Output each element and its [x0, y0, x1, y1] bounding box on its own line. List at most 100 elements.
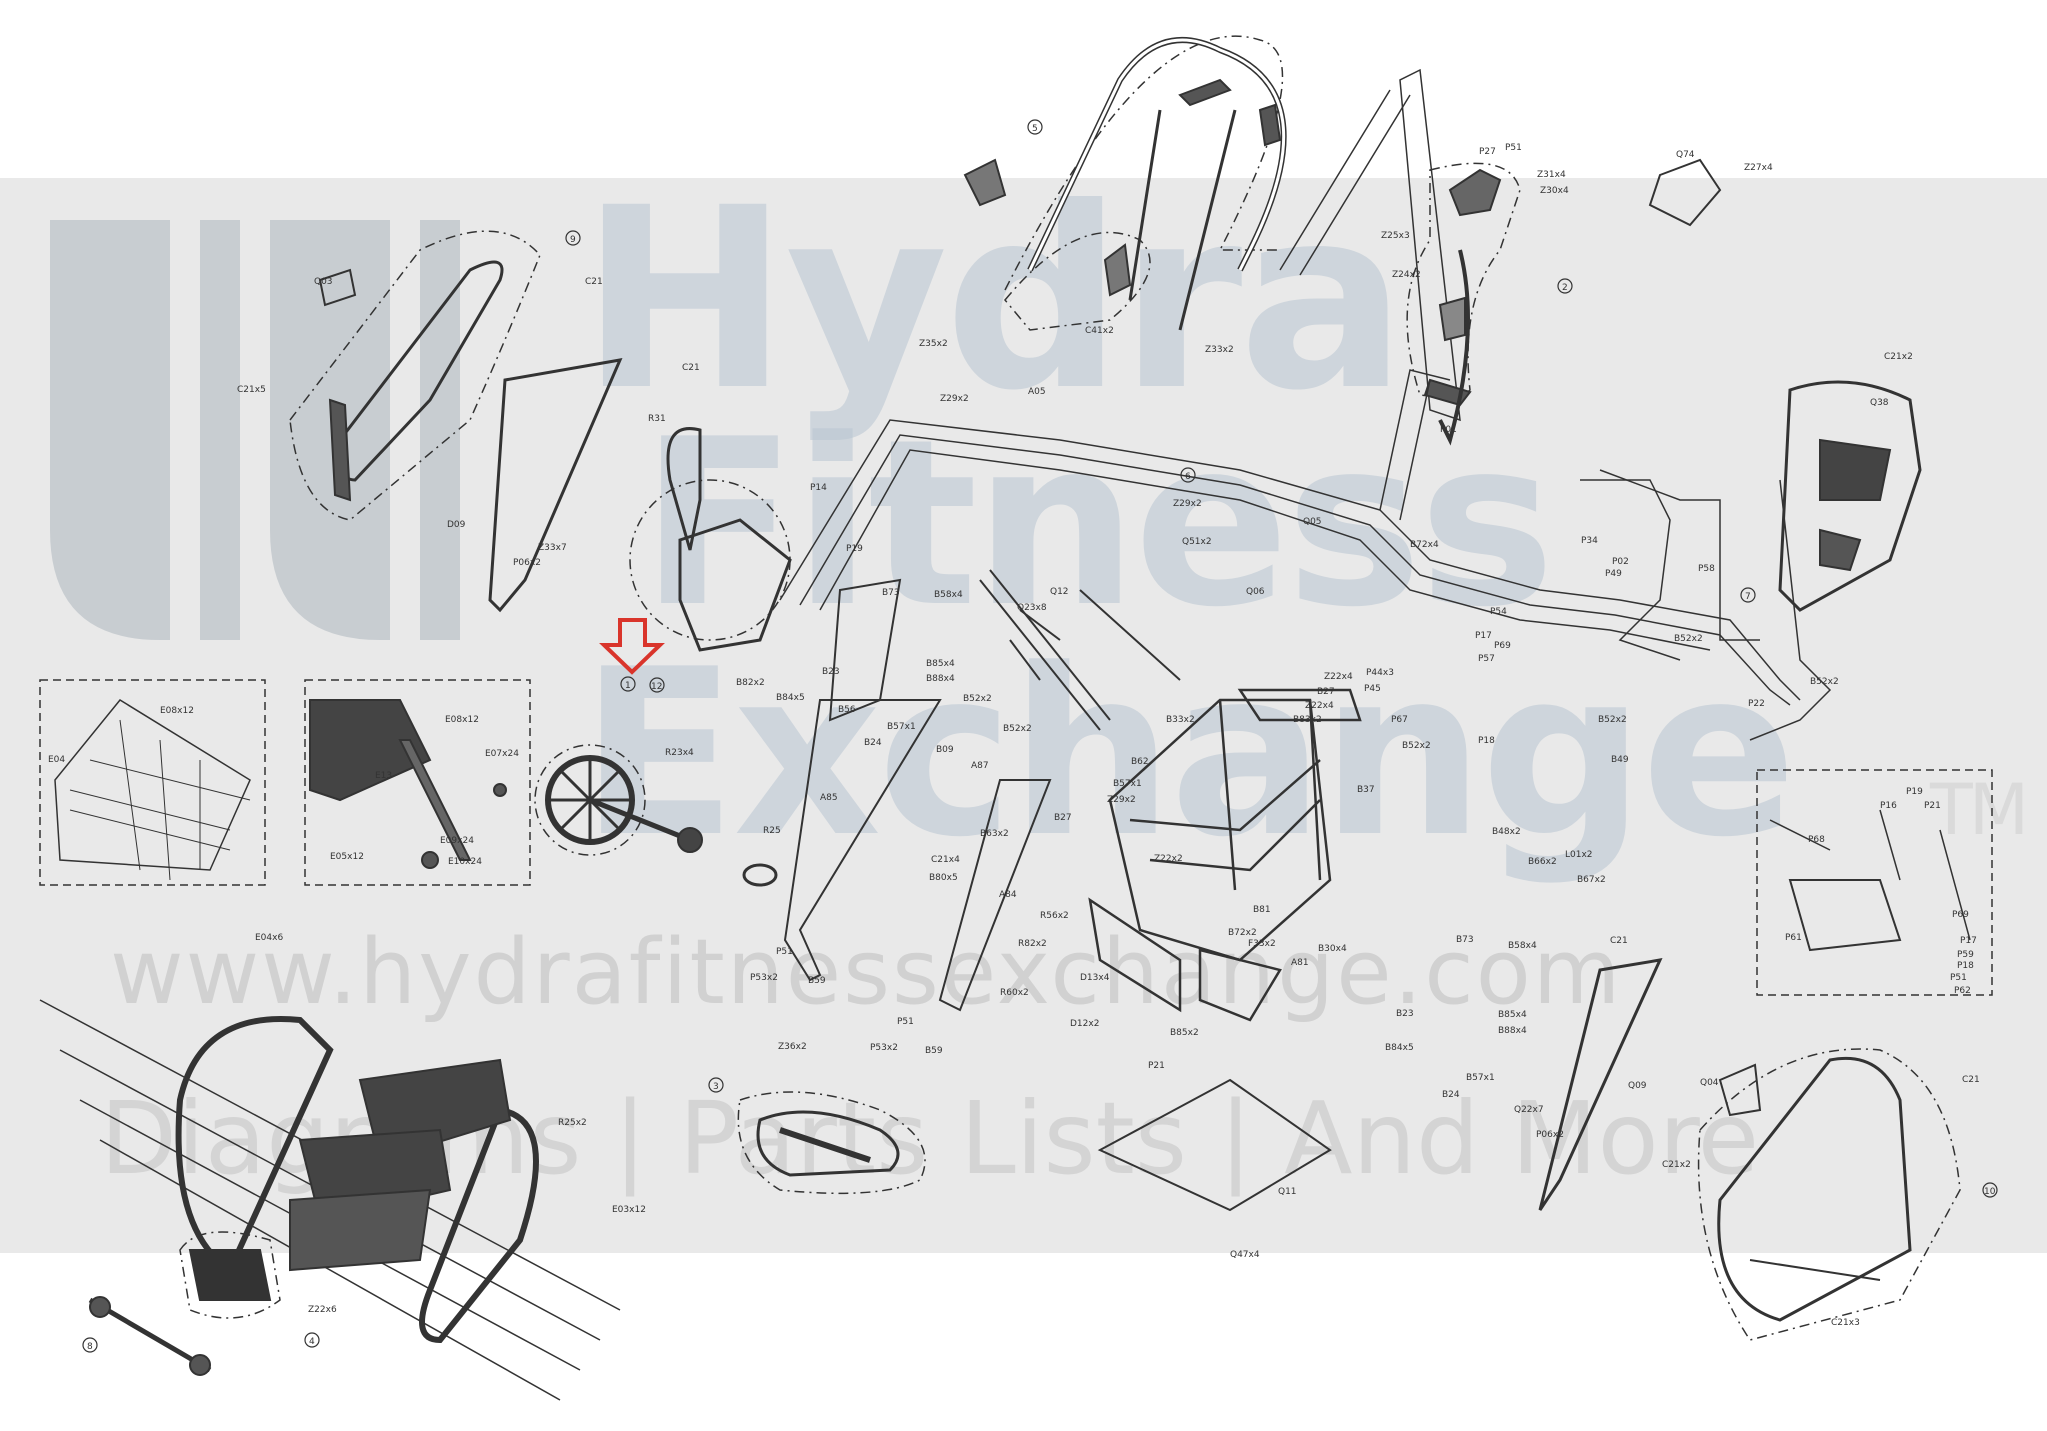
label: B52x2 [1810, 677, 1839, 687]
label: P57 [1478, 654, 1495, 664]
label: P53x2 [870, 1043, 898, 1053]
label: E07x24 [485, 749, 519, 759]
label: B52x2 [1003, 724, 1032, 734]
label: A87 [971, 761, 989, 771]
label: Z31x4 [1537, 170, 1566, 180]
rear-cover-q38 [1778, 380, 1922, 612]
label: B57x1 [887, 722, 916, 732]
label: P51 [897, 1017, 914, 1027]
label: P17 [1960, 936, 1977, 946]
label: Z22x4 [1324, 672, 1353, 682]
label: B59 [808, 976, 826, 986]
label: P22 [1748, 699, 1765, 709]
label: A05 [1028, 387, 1046, 397]
label: A84 [999, 890, 1017, 900]
label: B52x2 [1674, 634, 1703, 644]
label: Z22x6 [308, 1305, 337, 1315]
label: B27 [1317, 687, 1335, 697]
label: B63x2 [980, 829, 1009, 839]
label: Z33x2 [1205, 345, 1234, 355]
callout-7: 7 [1745, 592, 1751, 602]
callout-12: 12 [651, 682, 662, 692]
label: Q05 [1303, 517, 1322, 527]
detail-inset-right [304, 679, 531, 886]
label: B67x2 [1577, 875, 1606, 885]
highlight-arrow-icon [599, 618, 665, 675]
label: E13 [375, 771, 392, 781]
label: Q22x7 [1514, 1105, 1544, 1115]
label: R23x4 [665, 748, 694, 758]
label: P21 [1924, 801, 1941, 811]
label: B85x4 [926, 659, 955, 669]
label: P21 [1148, 1061, 1165, 1071]
label: C21 [682, 363, 700, 373]
watermark-logo [50, 220, 460, 640]
label: B56 [838, 705, 856, 715]
label: Q03 [314, 277, 333, 287]
label: C21x4 [931, 855, 960, 865]
label: B48x2 [1492, 827, 1521, 837]
label: Z36x2 [778, 1042, 807, 1052]
label: C41x2 [1085, 326, 1114, 336]
callout-4: 4 [309, 1337, 315, 1347]
watermark-trademark: TM [1930, 769, 2029, 851]
label: P54 [1490, 607, 1507, 617]
label: B27 [1054, 813, 1072, 823]
label: C21x3 [1831, 1318, 1860, 1328]
label: F33x2 [1248, 939, 1276, 949]
label: Z33x7 [538, 543, 567, 553]
label: P44x3 [1366, 668, 1394, 678]
label: P45 [1364, 684, 1381, 694]
label: B24 [1442, 1090, 1460, 1100]
label: B88x4 [926, 674, 955, 684]
label: P06x2 [513, 558, 541, 568]
callout-2: 2 [1562, 283, 1568, 293]
label: P69 [1494, 641, 1511, 651]
label: P34 [1581, 536, 1598, 546]
label: P17 [1475, 631, 1492, 641]
label: B72x4 [1410, 540, 1439, 550]
label: D13x4 [1080, 973, 1110, 983]
label: D12x2 [1070, 1019, 1099, 1029]
label: C21x5 [237, 385, 266, 395]
label: P61 [1785, 933, 1802, 943]
group-9-left-shroud [289, 230, 792, 652]
label: P69 [1952, 910, 1969, 920]
label: B80x5 [929, 873, 958, 883]
label: Z30x4 [1540, 186, 1569, 196]
label: E08x12 [445, 715, 479, 725]
main-frame [1088, 688, 1362, 1022]
flywheel-assembly [534, 744, 778, 887]
base-plate-q11 [1097, 1078, 1332, 1212]
label: R25x2 [558, 1118, 587, 1128]
part-labels: Q03 C21 C21x5 C21 R31 D09 Z33x7 P06x2 E0… [48, 143, 1980, 1328]
label: P62 [1954, 986, 1971, 996]
label: P51 [776, 947, 793, 957]
callout-10: 10 [1984, 1187, 1996, 1197]
label: B52x2 [1598, 715, 1627, 725]
label: Q04 [1700, 1078, 1719, 1088]
label: P02 [1612, 557, 1629, 567]
callout-1: 1 [625, 681, 631, 691]
label: C21 [585, 277, 603, 287]
label: B52x2 [1402, 741, 1431, 751]
label: B58x4 [1508, 941, 1537, 951]
group-2-console-mast [1279, 68, 1722, 446]
callout-8: 8 [87, 1342, 93, 1352]
label: B58x4 [934, 590, 963, 600]
label: Q51x2 [1182, 537, 1212, 547]
label: B52x2 [963, 694, 992, 704]
label: P14 [810, 483, 827, 493]
label: P18 [1957, 961, 1974, 971]
label: D09 [447, 520, 466, 530]
label: L01x2 [1565, 850, 1593, 860]
label: E03x12 [612, 1205, 646, 1215]
label: P68 [1808, 835, 1825, 845]
label: R25 [763, 826, 781, 836]
watermark-word-exchange: Exchange [580, 621, 1797, 888]
label: P16 [1880, 801, 1897, 811]
label: C21 [1610, 936, 1628, 946]
label: B57x1 [1466, 1073, 1495, 1083]
control-board-inset [1756, 769, 1993, 996]
label: B23 [822, 667, 840, 677]
